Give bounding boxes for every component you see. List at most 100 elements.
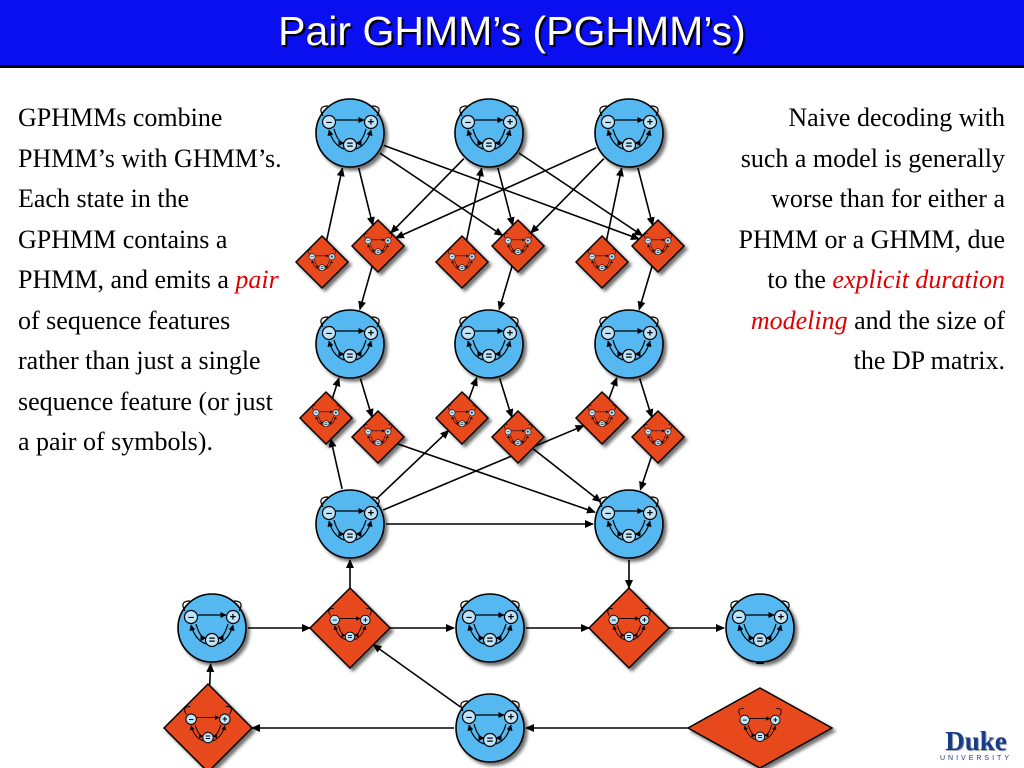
mini-hmm-label: =	[376, 440, 379, 446]
circle-node-icon	[455, 593, 525, 663]
mini-hmm-label: –	[332, 616, 337, 625]
mini-hmm-label: =	[486, 140, 492, 152]
diamond-node-icon	[686, 687, 834, 768]
mini-hmm-label: –	[466, 612, 472, 624]
circle-node-icon	[454, 309, 524, 379]
state-nodes: –+=–+=–+=–+=–+=–+=–+=–+=–+=–+=–+=–+=–+=–…	[162, 98, 834, 768]
arrow-c1-d6	[383, 144, 640, 241]
arrow-c3-d6	[637, 167, 655, 227]
mini-hmm-label: =	[209, 635, 215, 647]
mini-hmm-label: +	[368, 508, 374, 520]
mini-hmm-label: –	[465, 328, 471, 340]
mini-hmm-label: =	[347, 351, 353, 363]
circle-node-icon	[315, 489, 385, 559]
circle-node-icon	[177, 593, 247, 663]
diamond-node-icon	[294, 234, 350, 290]
diamond-node-icon	[298, 390, 354, 446]
mini-hmm-label: +	[330, 254, 333, 260]
mini-hmm-icon: –+=	[460, 600, 520, 648]
mini-hmm-label: +	[666, 429, 669, 435]
mini-hmm-icon: –+=	[447, 248, 477, 271]
diamond-state-d1: – + =	[294, 234, 350, 290]
mini-hmm-label: –	[451, 254, 454, 260]
diamond-state-d3: –+=	[434, 234, 490, 290]
mini-hmm-icon: –+=	[363, 423, 393, 446]
mini-hmm-label: –	[311, 254, 314, 260]
arrow-c5-d10	[498, 378, 514, 419]
diamond-state-d10: –+=	[490, 409, 546, 465]
mini-hmm-label: =	[376, 249, 379, 255]
mini-hmm-label: +	[647, 328, 653, 340]
mini-hmm-icon: –+=	[607, 607, 651, 642]
slide-title: Pair GHMM’s (PGHMM’s)	[278, 8, 746, 54]
mini-hmm-icon: –+=	[599, 105, 659, 153]
mini-hmm-icon: –+=	[587, 404, 617, 427]
mini-hmm-label: =	[320, 265, 323, 271]
mini-hmm-label: =	[348, 632, 353, 641]
mini-hmm-icon: –+=	[503, 423, 533, 446]
logo-sub-text: UNIVERSITY	[939, 755, 1012, 762]
circle-state-c6: –+=	[594, 309, 664, 379]
mini-hmm-label: +	[386, 429, 389, 435]
arrow-c3-d4	[530, 158, 605, 234]
diamond-state-d12: –+=	[630, 409, 686, 465]
mini-hmm-label: –	[507, 429, 510, 435]
diamond-node-icon	[630, 218, 686, 274]
mini-hmm-label: –	[451, 410, 454, 416]
mini-hmm-label: =	[486, 351, 492, 363]
mini-hmm-label: –	[326, 328, 332, 340]
mini-hmm-label: +	[647, 508, 653, 520]
circle-state-c8: –+=	[594, 489, 664, 559]
diamond-state-d13: –+=	[308, 586, 392, 670]
right-text-after: and the size of the DP matrix.	[847, 305, 1005, 376]
circle-state-c9: –+=	[177, 593, 247, 663]
circle-state-c5: –+=	[454, 309, 524, 379]
mini-hmm-label: –	[507, 238, 510, 244]
circle-node-icon	[315, 98, 385, 168]
mini-hmm-label: +	[470, 410, 473, 416]
mini-hmm-label: +	[508, 612, 514, 624]
diamond-node-icon	[490, 218, 546, 274]
arrow-c7-d11	[382, 424, 585, 511]
mini-hmm-label: –	[326, 508, 332, 520]
mini-hmm-icon: –+=	[311, 404, 341, 427]
diamond-state-d16: –+=	[686, 687, 834, 768]
circle-state-c12: –+=	[455, 693, 525, 763]
arrow-c7-d7	[328, 438, 343, 490]
diamond-state-d11: –+=	[574, 390, 630, 446]
mini-hmm-label: =	[626, 140, 632, 152]
diamond-node-icon	[490, 409, 546, 465]
mini-hmm-icon: –+=	[320, 496, 380, 544]
arrow-c1-d2	[357, 167, 375, 227]
mini-hmm-label: =	[626, 351, 632, 363]
mini-hmm-label: =	[626, 531, 632, 543]
arrow-c2-d6	[518, 152, 644, 237]
diamond-node-icon	[308, 586, 392, 670]
mini-hmm-label: –	[189, 714, 194, 724]
mini-hmm-label: =	[516, 249, 519, 255]
mini-hmm-label: –	[605, 117, 611, 129]
mini-hmm-label: =	[347, 140, 353, 152]
arrow-d1-c1	[325, 167, 345, 241]
diamond-node-icon	[434, 390, 490, 446]
mini-hmm-icon: –+=	[328, 607, 372, 642]
mini-hmm-label: +	[368, 328, 374, 340]
mini-hmm-label: –	[315, 410, 318, 416]
mini-hmm-icon: –+=	[599, 316, 659, 364]
diamond-state-d8: –+=	[350, 409, 406, 465]
mini-hmm-label: +	[610, 254, 613, 260]
diamond-node-icon	[434, 234, 490, 290]
mini-hmm-label: +	[507, 117, 513, 129]
arrow-c7-d9	[375, 429, 450, 500]
mini-hmm-label: =	[460, 265, 463, 271]
right-text-block: Naive decoding with such a model is gene…	[735, 98, 1006, 382]
mini-hmm-label: +	[222, 714, 227, 724]
mini-hmm-label: –	[326, 117, 332, 129]
mini-hmm-label: +	[230, 612, 236, 624]
title-bar: Pair GHMM’s (PGHMM’s)	[0, 0, 1024, 68]
circle-state-c3: –+=	[594, 98, 664, 168]
mini-hmm-icon: –+=	[460, 700, 520, 748]
mini-hmm-icon: –+=	[643, 423, 673, 446]
diamond-state-d15: –+=	[162, 682, 254, 768]
circle-state-c11: –+=	[725, 593, 795, 663]
